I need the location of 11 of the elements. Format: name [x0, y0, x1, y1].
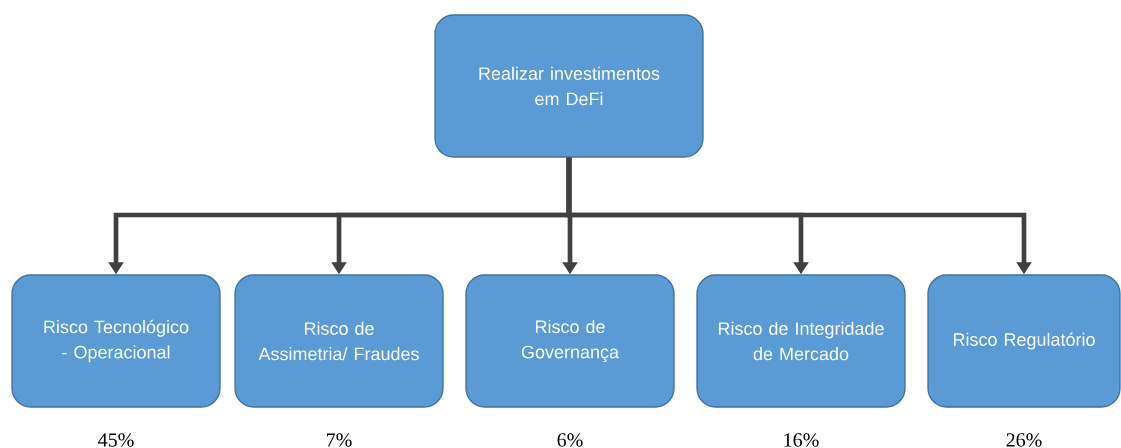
percentage-label: 26%: [1006, 433, 1042, 447]
process-box: Realizar investimentos em DeFi: [434, 14, 704, 158]
percentage-label: 45%: [98, 433, 134, 447]
process-box: Risco de Governança: [465, 274, 675, 408]
percentage-label: 16%: [784, 433, 819, 447]
process-box: Risco Regulatório: [927, 274, 1121, 408]
percentage-label: 6%: [557, 433, 583, 447]
process-box: Risco de Integridade de Mercado: [696, 274, 906, 408]
process-box: Risco de Assimetria/ Fraudes: [234, 274, 444, 408]
percentage-label: 7%: [327, 433, 352, 447]
process-box: Risco Tecnológico - Operacional: [11, 274, 221, 408]
